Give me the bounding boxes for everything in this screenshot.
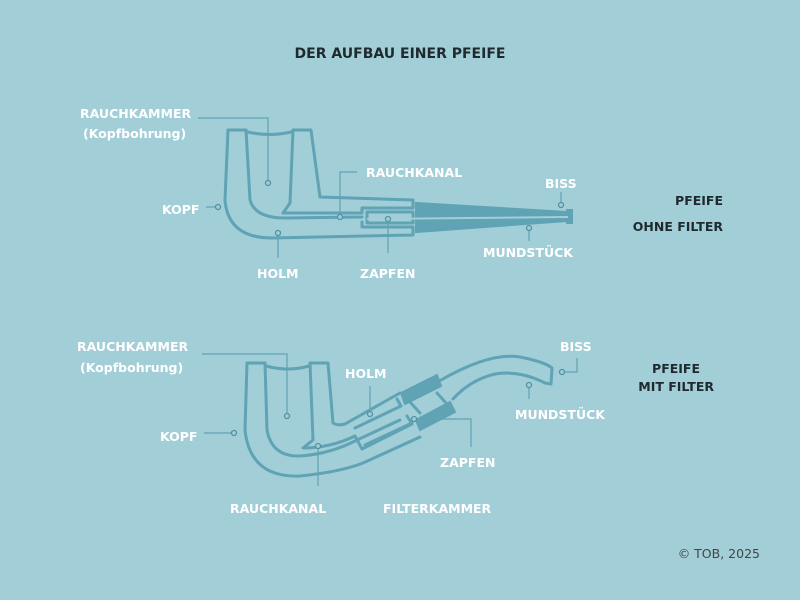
label-biss: BISS: [545, 176, 577, 191]
label-biss: BISS: [560, 339, 592, 354]
label-holm: HOLM: [257, 266, 299, 281]
label-rauchkanal: RAUCHKANAL: [366, 165, 462, 180]
pipe-without-filter-drawing: [223, 128, 573, 240]
pipe-without-filter-annotations: RAUCHKAMMER (Kopfbohrung) KOPF RAUCHKANA…: [80, 106, 723, 281]
copyright: © TOB, 2025: [678, 546, 760, 561]
heading-pfeife: PFEIFE: [675, 193, 723, 208]
label-kopfbohrung: (Kopfbohrung): [80, 360, 183, 375]
mouthpiece-upper: [399, 373, 443, 406]
pipe-with-filter-drawing: [243, 354, 554, 478]
mouthpiece-stem: [408, 354, 554, 415]
tenon: [365, 210, 415, 225]
pipe-with-filter-annotations: RAUCHKAMMER (Kopfbohrung) KOPF HOLM BISS…: [77, 339, 714, 516]
diagram-title: DER AUFBAU EINER PFEIFE: [295, 46, 506, 62]
bowl-inner: [263, 361, 402, 458]
bowl-rim: [264, 364, 311, 371]
label-rauchkanal: RAUCHKANAL: [230, 501, 326, 516]
label-filterkammer: FILTERKAMMER: [383, 501, 492, 516]
label-kopfbohrung: (Kopfbohrung): [83, 126, 186, 141]
heading-mit-filter: MIT FILTER: [638, 379, 714, 394]
bowl-right-wall: [308, 361, 402, 427]
heading-ohne-filter: OHNE FILTER: [633, 219, 724, 234]
mouthpiece-lower: [414, 400, 457, 432]
bowl-right-wall: [281, 128, 415, 215]
bowl-outer: [223, 128, 415, 240]
label-mundstueck: MUNDSTÜCK: [483, 245, 574, 260]
bowl-outer: [243, 361, 422, 478]
label-kopf: KOPF: [162, 202, 199, 217]
shank-lower: [301, 361, 414, 451]
label-holm: HOLM: [345, 366, 387, 381]
heading-pfeife: PFEIFE: [652, 361, 700, 376]
smoke-channel: [366, 216, 569, 220]
filter-chamber: [353, 397, 414, 447]
bowl-rim: [246, 130, 293, 136]
label-mundstueck: MUNDSTÜCK: [515, 407, 606, 422]
label-rauchkammer: RAUCHKAMMER: [80, 106, 191, 121]
label-zapfen: ZAPFEN: [440, 455, 495, 470]
label-kopf: KOPF: [160, 429, 197, 444]
bowl-inner: [244, 128, 364, 220]
label-rauchkammer: RAUCHKAMMER: [77, 339, 188, 354]
label-zapfen: ZAPFEN: [360, 266, 415, 281]
